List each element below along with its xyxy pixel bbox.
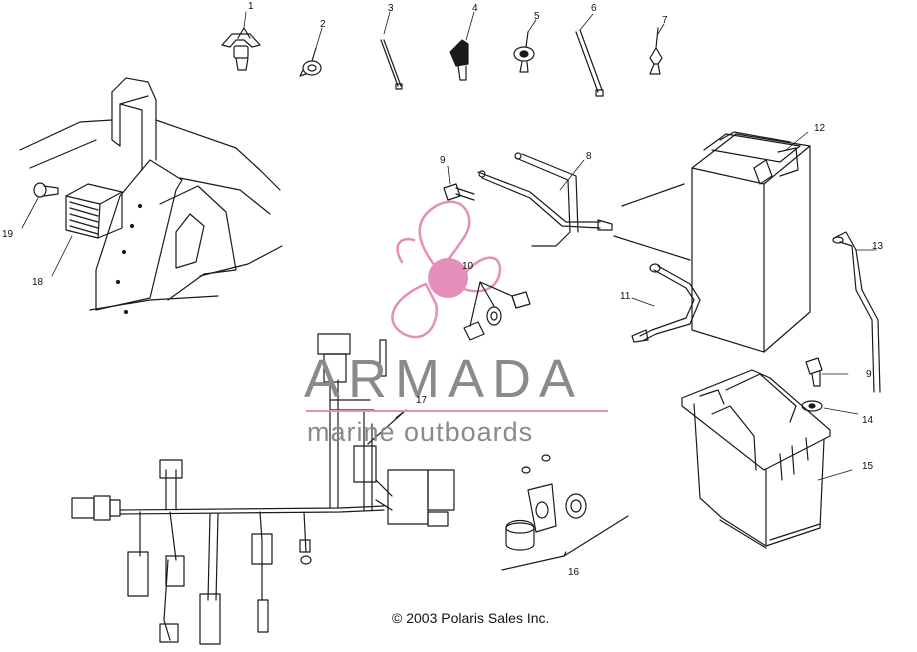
- watermark-tagline: marine outboards: [307, 417, 534, 447]
- callout-6: 6: [591, 3, 597, 14]
- leader-line-battery: [613, 183, 691, 261]
- callout-5: 5: [534, 11, 540, 22]
- callout-1: 1: [248, 1, 254, 12]
- callout-14: 14: [862, 415, 874, 426]
- part-18-relay: [65, 183, 123, 239]
- callout-8: 8: [586, 151, 592, 162]
- copyright-notice: © 2003 Polaris Sales Inc.: [392, 610, 550, 626]
- callout-15: 15: [862, 461, 874, 472]
- part-16-components: [501, 454, 629, 571]
- part-10-spacers: [463, 281, 531, 341]
- callout-12: 12: [814, 123, 826, 134]
- part-19-screw: [33, 182, 59, 198]
- part-8-hold-down: [477, 152, 613, 247]
- part-4-clip: [449, 39, 469, 81]
- part-11-cable: [631, 263, 701, 343]
- callout-2: 2: [320, 19, 326, 30]
- callout-4: 4: [472, 3, 478, 14]
- part-2-clamp: [299, 47, 322, 77]
- part-14-washer: [801, 400, 823, 412]
- watermark-word: ARMADA: [304, 349, 584, 409]
- callout-17: 17: [416, 395, 428, 406]
- part-13-vent-tube: [832, 231, 881, 393]
- callout-10: 10: [462, 261, 474, 272]
- callout-3: 3: [388, 3, 394, 14]
- part-9-bolt-lower: [805, 357, 823, 387]
- callout-19: 19: [2, 229, 14, 240]
- propeller-logo-icon: [391, 200, 502, 339]
- callout-18: 18: [32, 277, 44, 288]
- part-9-bolt-upper: [443, 183, 475, 201]
- watermark-underline: [306, 410, 608, 412]
- callout-9-lower: 9: [866, 369, 872, 380]
- callout-9-upper: 9: [440, 155, 446, 166]
- part-15-battery-box: [681, 369, 831, 549]
- callout-7: 7: [662, 15, 668, 26]
- leader-lines: [21, 11, 877, 481]
- part-5-clamp: [513, 31, 535, 73]
- frame-bracket: [19, 77, 283, 315]
- callout-16: 16: [568, 567, 580, 578]
- part-7-clip: [649, 27, 663, 75]
- part-3-tie-strap: [380, 39, 403, 90]
- part-17-wire-harness: [71, 333, 455, 645]
- part-1-clip: [221, 27, 261, 71]
- part-12-battery: [691, 131, 811, 353]
- callout-13: 13: [872, 241, 884, 252]
- callout-11: 11: [620, 291, 631, 302]
- part-6-tie-strap: [575, 29, 604, 97]
